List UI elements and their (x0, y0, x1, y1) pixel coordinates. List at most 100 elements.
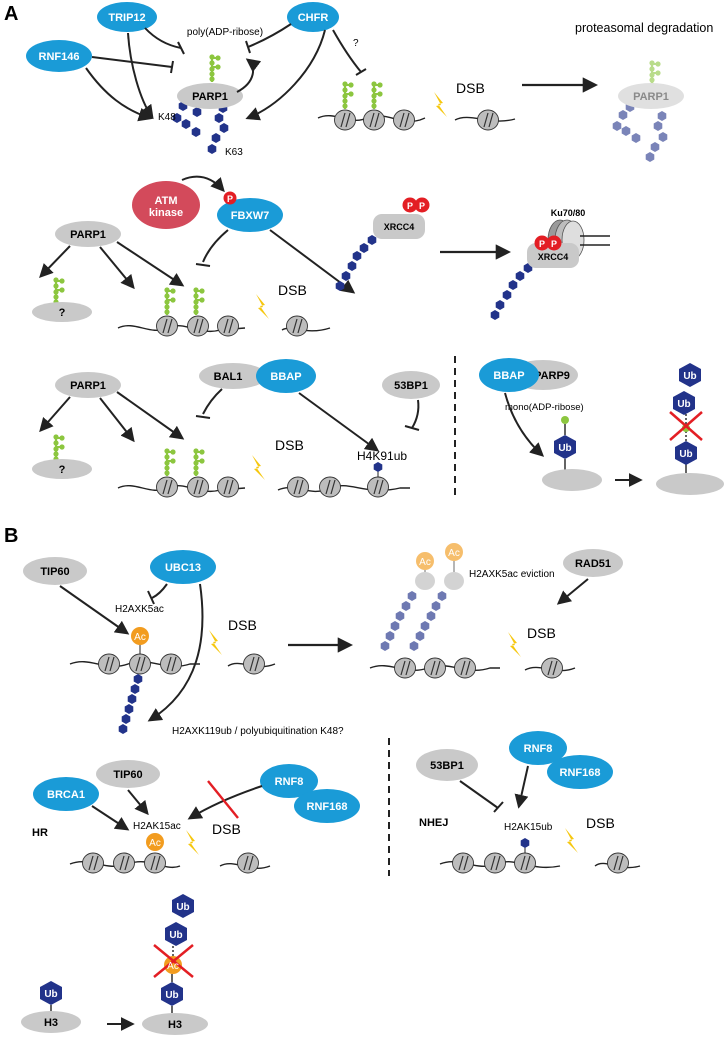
dsb-bolt (434, 92, 447, 117)
parp1-label-3: PARP1 (70, 380, 106, 392)
trip12-label: TRIP12 (108, 12, 145, 24)
ub-label-7: Ub (169, 930, 182, 941)
row1-inhibitions (91, 23, 367, 76)
phospho-1a: P (407, 201, 413, 211)
ub-label-2: Ub (679, 449, 692, 460)
nhej-label: NHEJ (419, 817, 448, 829)
ub-label-8: Ub (176, 902, 189, 913)
xrcc4-label-2: XRCC4 (538, 252, 569, 262)
dsb-label-3: DSB (275, 437, 304, 453)
xrcc4-label-1: XRCC4 (384, 222, 415, 232)
dsb-bolt-3 (252, 455, 265, 480)
rnf146-label: RNF146 (39, 51, 80, 63)
ub-label-3: Ub (677, 399, 690, 410)
rnf8-label: RNF8 (275, 776, 304, 788)
dsb-label-b3: DSB (212, 821, 241, 837)
h3-label-2: H3 (168, 1019, 182, 1031)
rad51-label: RAD51 (575, 558, 611, 570)
tip60-label: TIP60 (40, 566, 69, 578)
rnf146-oval (26, 40, 92, 72)
dsb-label-b1: DSB (228, 617, 257, 633)
phospho-2b: P (551, 239, 557, 249)
row1-arrows (85, 29, 326, 122)
atm-arrow (181, 175, 225, 193)
trip12-oval (97, 2, 157, 32)
dsb-label-b2: DSB (527, 625, 556, 641)
dna-row-3 (117, 447, 410, 498)
tip60-label-2: TIP60 (113, 769, 142, 781)
ub-label-4: Ub (683, 371, 696, 382)
xrcc4-complex-1 (335, 197, 430, 291)
ac-label-3: Ac (448, 548, 460, 559)
dsb-label-2: DSB (278, 282, 307, 298)
ubc13-oval (150, 550, 216, 584)
dsb-bolt-b3 (186, 830, 199, 855)
phospho-fbxw7 (223, 191, 237, 205)
53bp1-label: 53BP1 (394, 380, 428, 392)
phospho-2a: P (539, 239, 545, 249)
h3-blocked-stack (142, 894, 208, 1035)
h2ak15ac-label: H2AK15ac (133, 821, 181, 832)
atm-oval (132, 181, 200, 229)
ub-label-5: Ub (44, 989, 57, 1000)
rnf168-oval-2 (547, 755, 613, 789)
53bp1-label-2: 53BP1 (430, 760, 464, 772)
tip60-oval (23, 557, 87, 585)
bal1-oval (199, 363, 267, 389)
dna-row-2 (117, 286, 331, 337)
ac-label-1: Ac (134, 632, 146, 643)
rnf168-oval (294, 789, 360, 823)
red-cross-rnf8 (207, 780, 239, 819)
evicted-h2ax (380, 543, 464, 651)
dsb-label: DSB (456, 80, 485, 96)
parp1-label-2: PARP1 (70, 229, 106, 241)
chfr-label: CHFR (298, 12, 329, 24)
fbxw7-label: FBXW7 (231, 210, 270, 222)
phospho-1b: P (419, 201, 425, 211)
dsb-bolt-b4 (565, 828, 578, 853)
rnf8-oval-2 (509, 731, 567, 765)
proteasomal-label: proteasomal degradation (575, 21, 713, 35)
h2ak15ub-label: H2AK15ub (504, 822, 553, 833)
unknown-target-label-2: ? (59, 464, 66, 476)
53bp1-oval (382, 371, 440, 399)
bbap-label-2: BBAP (493, 370, 524, 382)
k48-label: K48 (158, 112, 176, 123)
dsb-bolt-b2 (508, 632, 521, 657)
parp1-oval (177, 83, 243, 109)
k63-label: K63 (225, 147, 243, 158)
unknown-target-oval-2 (32, 459, 92, 479)
ac-label-2: Ac (419, 557, 431, 568)
b-row1-arrows (59, 583, 204, 722)
parp1-oval-2 (55, 221, 121, 247)
ku-label: Ku70/80 (551, 208, 586, 218)
chfr-oval (287, 2, 339, 32)
dsb-bolt-b1 (209, 630, 222, 655)
ac-label-4: Ac (149, 838, 161, 849)
h2axk119ub-label: H2AXK119ub / polyubiquitination K48? (172, 726, 344, 737)
h2axk5ac-label: H2AXK5ac (115, 604, 164, 615)
bal1-label: BAL1 (214, 371, 243, 383)
bbap-oval-2 (479, 358, 539, 392)
tip60-oval-2 (96, 760, 160, 788)
h3-ub-left (21, 981, 81, 1033)
degraded-parp1 (612, 59, 668, 162)
parp1-degraded-oval (618, 83, 684, 109)
panel-label-b: B (4, 525, 18, 547)
rnf8-oval (260, 764, 318, 798)
dna-b-row1 (69, 627, 276, 734)
dna-b-row1-right (369, 657, 576, 679)
h4k91ub-label: H4K91ub (357, 449, 407, 463)
par-chain (208, 53, 222, 84)
rnf8-label-2: RNF8 (524, 743, 553, 755)
53bp1-oval-2 (416, 749, 478, 781)
h2axk5ac-eviction-label: H2AXK5ac eviction (469, 569, 555, 580)
ubc13-label: UBC13 (165, 562, 201, 574)
dsb-label-b4: DSB (586, 815, 615, 831)
ub-label-6: Ub (165, 990, 178, 1001)
bbap-label: BBAP (270, 371, 301, 383)
parp1-degraded-label: PARP1 (633, 91, 669, 103)
dna-row-1 (317, 80, 516, 131)
